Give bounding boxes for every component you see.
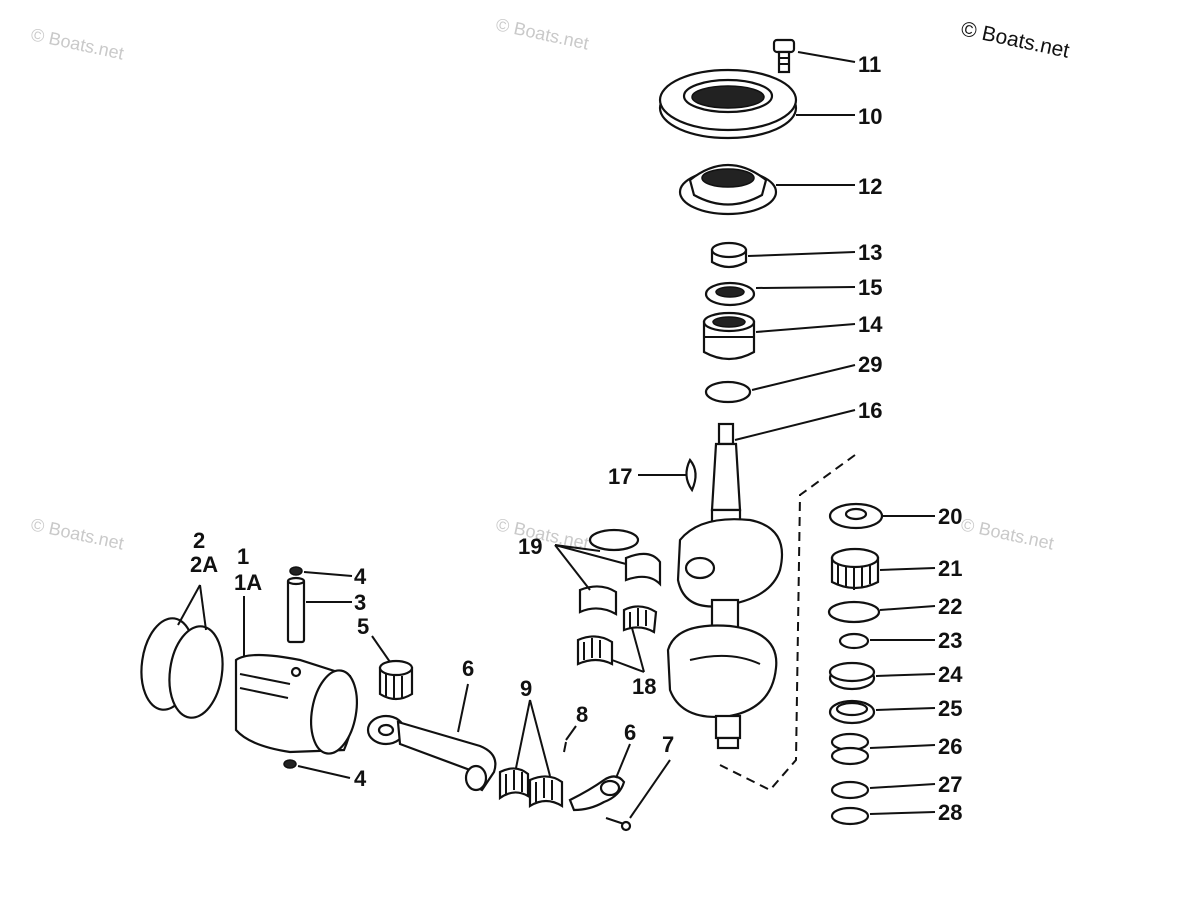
watermark: © Boats.net [29,24,125,63]
callout-label: 16 [858,398,882,423]
callout-label: 1A [234,570,262,595]
callout-label: 10 [858,104,882,129]
wrist-pin-part-3 [286,576,306,644]
leader-line [615,743,631,779]
seal-ring-part-15 [704,281,756,307]
callout-label: 22 [938,594,962,619]
thrust-washer-part-20 [828,502,884,530]
ring-part-27 [830,780,870,800]
screw-part-11 [772,38,796,74]
leader-line [371,635,391,663]
callout-label: 8 [576,702,588,727]
bushing-part-13 [710,241,748,269]
pin-clip-part-4 [289,566,303,576]
callout-label: 29 [858,352,882,377]
piston-rings-part-2 [140,617,224,719]
piston-part-1 [234,653,358,755]
callout-label: 5 [357,614,369,639]
watermark: © Boats.net [959,17,1072,62]
leader-line [797,51,856,63]
rod-screw-part-7 [605,817,632,832]
leader-line [631,627,645,673]
callout-label: 7 [662,732,674,757]
leader-line [177,584,201,626]
connecting-rod-part-6 [366,714,497,792]
leader-line [879,605,936,611]
leader-line [755,323,856,333]
leader-line [869,783,936,789]
callout-label: 26 [938,734,962,759]
callout-label: 11 [858,52,881,77]
retainer-plate-part-10 [658,68,798,140]
seal-part-25 [828,699,876,725]
callout-label: 25 [938,696,962,721]
seal-housing-part-12 [678,163,778,216]
leader-line [303,571,353,577]
leader-line [529,699,551,777]
callout-label: 6 [624,720,636,745]
leader-line [457,683,469,733]
woodruff-key-part-17 [685,458,697,493]
pin-clip-part-4 [283,759,297,769]
seal-part-24 [828,661,876,691]
leader-line [869,811,936,815]
watermark: © Boats.net [494,14,590,53]
spring-ring-part-26 [830,732,870,766]
leader-line [875,707,936,711]
callout-label: 23 [938,628,962,653]
leader-line [747,251,856,257]
leader-line [751,364,856,391]
callout-label: 3 [354,590,366,615]
leader-line [554,544,627,565]
leader-line [629,759,671,819]
callout-label: 2 [193,528,205,553]
main-bearing-part-14 [702,311,756,361]
callout-label: 1 [237,544,249,569]
rod-bearing-part-9 [498,767,564,808]
leader-line [755,286,856,289]
callout-label: 4 [354,564,367,589]
callout-label: 17 [608,464,632,489]
assembly-guide-line [719,454,856,792]
callout-label: 28 [938,800,962,825]
crankshaft-part-16 [666,422,784,750]
callout-label: 9 [520,676,532,701]
washer-part-29 [704,380,752,404]
leader-line [515,699,531,769]
callout-label: 18 [632,674,656,699]
ring-part-28 [830,806,870,826]
callout-label: 20 [938,504,962,529]
ring-part-22 [827,600,881,624]
bearing-liner-part-19 [578,528,662,616]
lock-part-8 [563,741,567,753]
callout-label: 2A [190,552,218,577]
leader-line [554,544,591,591]
leader-line [875,673,936,677]
callout-label: 13 [858,240,882,265]
callout-label: 24 [938,662,963,687]
leader-line [734,409,856,441]
watermark: © Boats.net [959,514,1055,553]
needle-bearing-part-21 [830,547,880,590]
leader-line [879,567,936,571]
rod-cap-part-6 [568,775,626,812]
callout-label: 4 [354,766,367,791]
leader-line [199,584,207,631]
callout-label: 14 [858,312,883,337]
leader-line [611,659,645,673]
ring-part-23 [838,632,870,650]
pin-bearing-part-5 [378,659,414,701]
callout-label: 6 [462,656,474,681]
callout-label: 27 [938,772,962,797]
leader-line [565,725,577,741]
callout-label: 19 [518,534,542,559]
leader-line [869,744,936,749]
watermark: © Boats.net [29,514,125,553]
callout-label: 21 [938,556,962,581]
callout-label: 15 [858,275,882,300]
leader-line [297,765,351,779]
callout-label: 12 [858,174,882,199]
needle-bearing-part-18 [576,605,658,666]
